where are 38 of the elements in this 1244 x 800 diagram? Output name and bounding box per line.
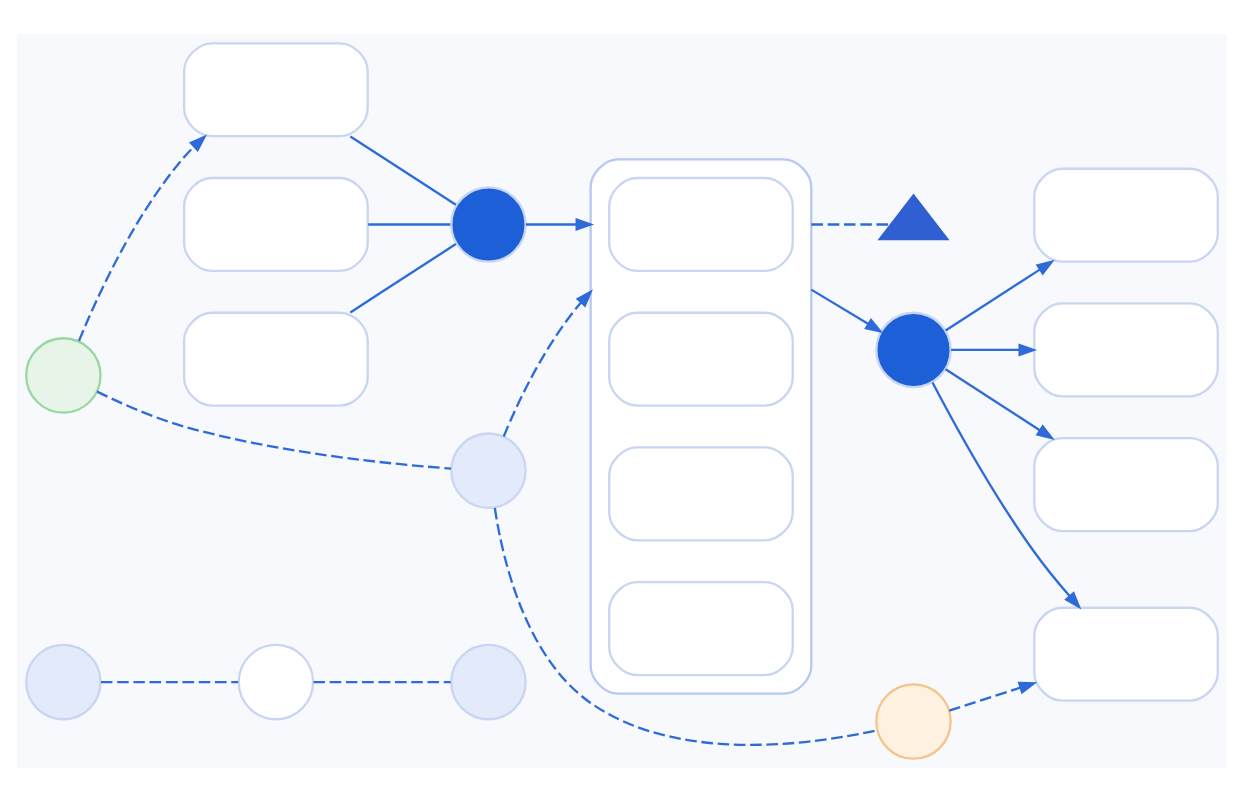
connector xyxy=(96,389,452,469)
node-circle xyxy=(450,642,527,720)
node-circle xyxy=(450,185,527,262)
arrow xyxy=(931,381,1082,609)
node-box xyxy=(1033,605,1219,701)
arrow xyxy=(951,342,1038,356)
connector xyxy=(100,679,239,683)
cluster xyxy=(589,157,813,694)
node-circle xyxy=(25,336,102,413)
node-box xyxy=(183,310,369,406)
node-box xyxy=(183,175,369,272)
arrow xyxy=(810,287,884,333)
node-box xyxy=(1033,301,1219,397)
node-box xyxy=(608,580,794,676)
node-circle xyxy=(875,310,952,388)
connector xyxy=(811,222,891,225)
arrow xyxy=(77,133,208,341)
arrow xyxy=(944,367,1055,439)
connector xyxy=(368,222,451,225)
node-circle xyxy=(875,682,952,759)
arrow xyxy=(502,288,593,436)
node-box xyxy=(608,310,794,406)
arrow xyxy=(944,258,1055,331)
node-box xyxy=(608,175,794,272)
node-box xyxy=(1033,436,1219,532)
arrow xyxy=(526,216,595,230)
connector xyxy=(493,506,877,745)
node-circle xyxy=(237,642,315,720)
node-triangle xyxy=(877,192,950,240)
node-circle xyxy=(450,431,527,508)
node-circle xyxy=(25,642,102,720)
node-box xyxy=(183,41,369,137)
connector xyxy=(349,242,457,313)
node-box xyxy=(608,445,794,541)
node-box xyxy=(1033,166,1219,262)
connector xyxy=(349,134,457,205)
arrow xyxy=(948,680,1038,711)
connector xyxy=(313,679,451,683)
